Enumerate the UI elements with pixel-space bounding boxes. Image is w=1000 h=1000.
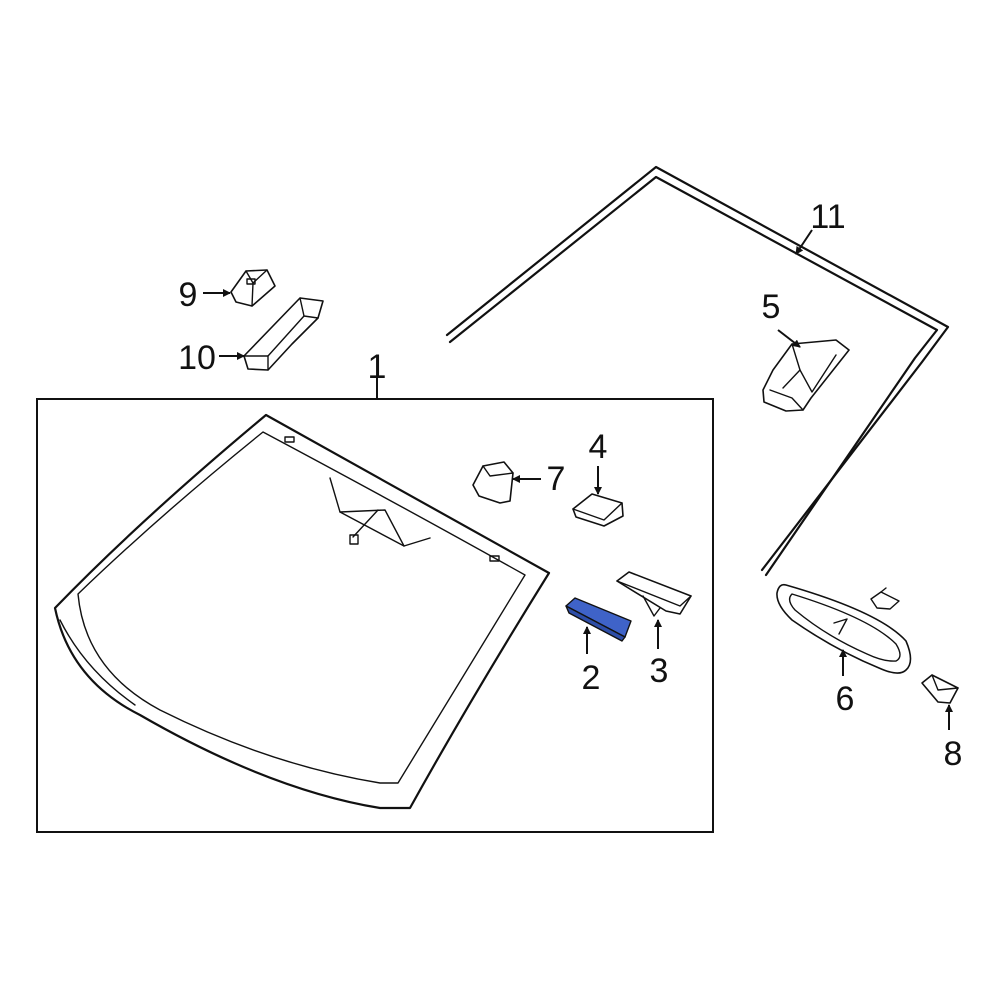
sensor-cover[interactable] (616, 571, 692, 617)
callout-1: 1 (368, 348, 387, 386)
cover-cap[interactable] (472, 461, 514, 504)
arrow-11 (795, 229, 813, 255)
callout-6: 6 (836, 680, 855, 718)
callout-2: 2 (582, 659, 601, 697)
callout-10: 10 (178, 339, 216, 377)
callout-3: 3 (650, 652, 669, 690)
assembly-box (36, 398, 714, 833)
callout-7: 7 (547, 460, 566, 498)
callout-4: 4 (589, 428, 608, 466)
retainer-clip[interactable] (230, 269, 276, 307)
callout-8: 8 (944, 735, 963, 773)
arrow-5 (777, 329, 801, 348)
mount-bracket[interactable] (243, 297, 324, 371)
callout-9: 9 (179, 276, 198, 314)
mount-pad[interactable] (572, 493, 624, 527)
windshield[interactable] (53, 413, 551, 810)
rearview-mirror[interactable] (776, 583, 912, 674)
sensor-bracket[interactable] (762, 339, 850, 412)
mirror-cover[interactable] (921, 674, 959, 704)
callout-11: 11 (810, 198, 845, 236)
callout-5: 5 (762, 288, 781, 326)
highlighted-strip[interactable] (565, 597, 632, 642)
windshield-molding[interactable] (445, 165, 950, 577)
